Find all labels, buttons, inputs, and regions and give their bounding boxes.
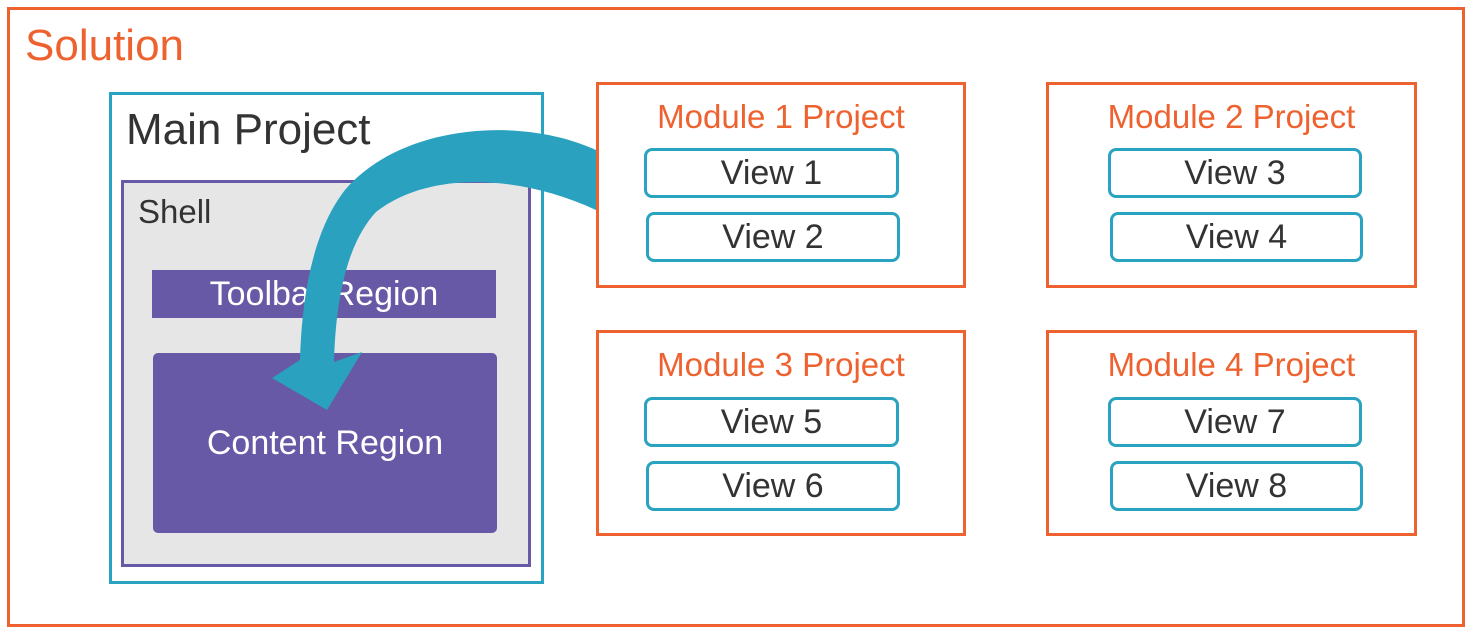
view-1-box: View 1 [644,148,899,198]
toolbar-region: Toolbar Region [152,270,496,318]
module-2-title: Module 2 Project [1107,98,1356,135]
view-2-label: View 2 [722,217,824,256]
module-3-title: Module 3 Project [657,346,905,383]
module-1-title: Module 1 Project [657,98,905,135]
solution-container [7,7,1465,627]
view-4-box: View 4 [1110,212,1363,262]
view-7-box: View 7 [1108,397,1362,447]
view-5-box: View 5 [644,397,899,447]
main-project-title: Main Project [126,105,371,154]
view-3-box: View 3 [1108,148,1362,198]
view-1-label: View 1 [720,153,823,192]
content-region-label: Content Region [206,423,444,462]
view-6-label: View 6 [722,466,824,505]
toolbar-region-label: Toolbar Region [209,274,439,313]
view-8-label: View 8 [1185,466,1288,505]
view-2-box: View 2 [646,212,900,262]
content-region: Content Region [153,353,497,533]
view-4-label: View 4 [1185,217,1288,256]
solution-title: Solution [25,21,185,70]
view-5-label: View 5 [720,402,823,441]
shell-title: Shell [138,193,212,230]
view-3-label: View 3 [1184,153,1286,192]
view-7-label: View 7 [1184,402,1286,441]
module-4-title: Module 4 Project [1107,346,1356,383]
view-6-box: View 6 [646,461,900,511]
view-8-box: View 8 [1110,461,1363,511]
